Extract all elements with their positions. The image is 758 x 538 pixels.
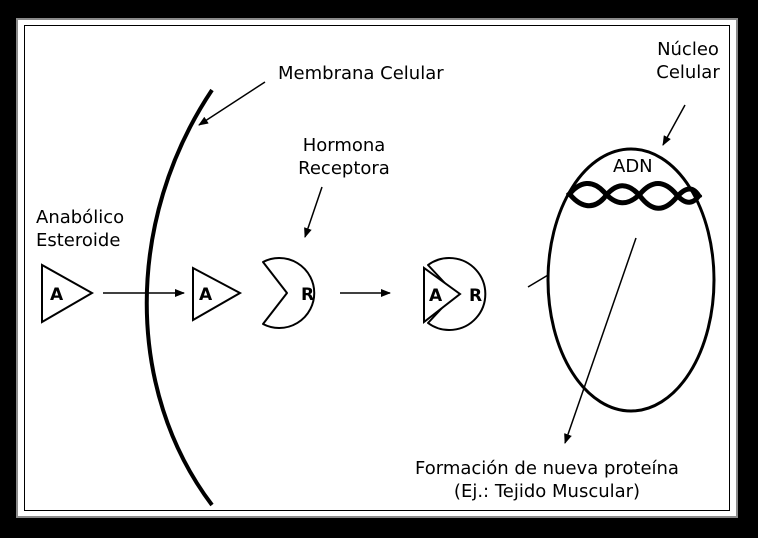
protein-label-line2: (Ej.: Tejido Muscular) xyxy=(382,480,712,503)
steroid-label-line2: Esteroide xyxy=(36,229,124,252)
bound-receptor-glyph: R xyxy=(469,286,482,306)
membrane-pointer-arrow xyxy=(199,82,265,125)
receptor-pointer-arrow xyxy=(305,187,322,237)
receptor-glyph: R xyxy=(301,285,314,305)
nucleus-label: Núcleo Celular xyxy=(640,38,736,84)
nucleus-pointer-arrow xyxy=(663,105,685,145)
steroid-label-line1: Anabólico xyxy=(36,206,124,229)
nucleus-label-line2: Celular xyxy=(640,61,736,84)
bound-anabolic-glyph: A xyxy=(429,286,443,306)
receptor-label: Hormona Receptora xyxy=(284,134,404,180)
protein-label-line1: Formación de nueva proteína xyxy=(382,457,712,480)
dna-label: ADN xyxy=(613,155,653,178)
steroid-label: Anabólico Esteroide xyxy=(36,206,124,252)
protein-label: Formación de nueva proteína (Ej.: Tejido… xyxy=(382,457,712,503)
receptor-label-line1: Hormona xyxy=(284,134,404,157)
anabolic-glyph-outside: A xyxy=(50,285,64,305)
anabolic-glyph-inside: A xyxy=(199,285,213,305)
nucleus-label-line1: Núcleo xyxy=(640,38,736,61)
membrane-label: Membrana Celular xyxy=(278,62,444,85)
receptor-label-line2: Receptora xyxy=(284,157,404,180)
